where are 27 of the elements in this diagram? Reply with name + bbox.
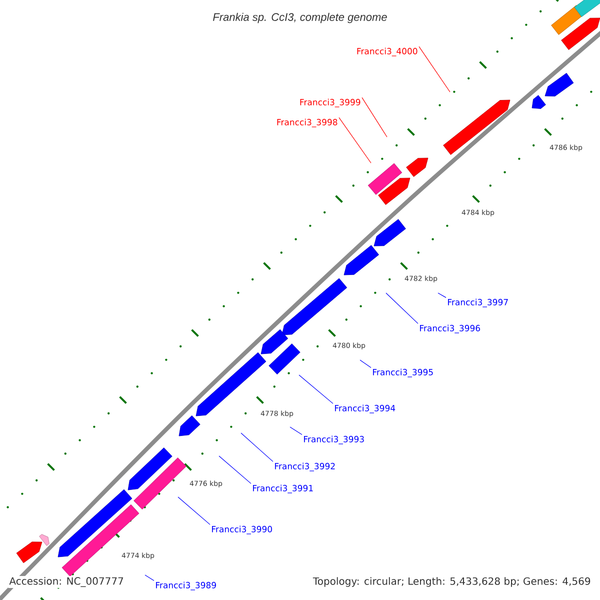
gene-label: Francci3_3993 — [304, 436, 364, 444]
leader-line — [298, 374, 334, 404]
gene-label: Francci3_3989 — [156, 582, 216, 590]
gene-label: Francci3_3994 — [335, 404, 396, 414]
leader-line — [290, 426, 302, 435]
title: Frankia sp. CcI3, complete genome — [213, 12, 387, 24]
leader-line — [338, 117, 372, 164]
gene-label: Francci3_4000 — [357, 48, 418, 56]
footer-text: Accession: NC_007777 — [8, 576, 125, 588]
gene-label: Francci3_3990 — [212, 526, 272, 534]
leader-line — [240, 432, 274, 462]
gene-label: Francci3_3995 — [373, 368, 433, 378]
gene-label: Francci3_3999 — [300, 98, 360, 108]
leader-line — [218, 456, 252, 484]
gene-label: Francci3_3992 — [275, 462, 335, 472]
gene-label: Francci3_3998 — [277, 118, 338, 128]
gene-label: Francci3_3997 — [448, 298, 508, 308]
gene-label: Francci3_3991 — [253, 484, 313, 494]
leader-line — [438, 292, 446, 298]
leader-line — [418, 46, 450, 92]
footer-text: Topology: circular; Length: 5,433,628 bp; Genes: 4,569 — [312, 576, 592, 588]
leader-line — [144, 574, 154, 581]
leader-line — [178, 496, 210, 525]
gene-label: Francci3_3996 — [420, 324, 480, 334]
leader-line — [386, 292, 418, 324]
leader-line — [360, 360, 372, 368]
leader-line — [362, 97, 388, 138]
